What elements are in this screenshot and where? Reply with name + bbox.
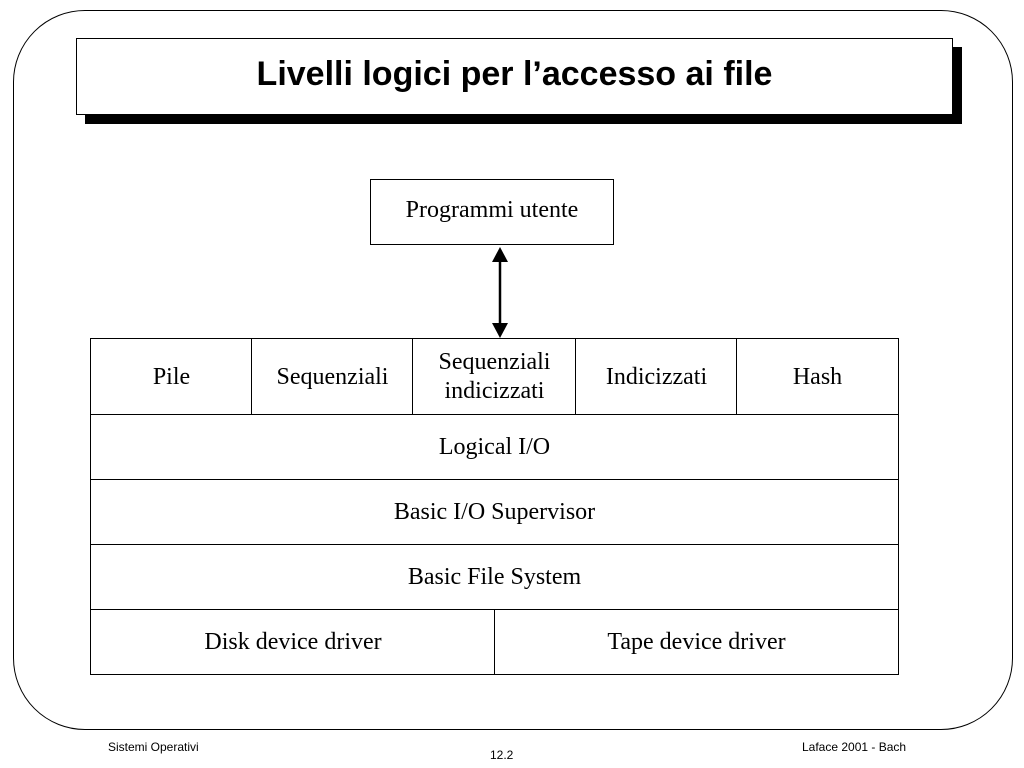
title-box: Livelli logici per l’accesso ai file (76, 38, 953, 115)
org-sequenziali: Sequenziali (251, 338, 414, 416)
driver-tape: Tape device driver (494, 609, 899, 675)
org-hash-label: Hash (792, 363, 843, 390)
layer-basic-io-supervisor-label: Basic I/O Supervisor (393, 499, 596, 526)
org-sequenziali-indicizzati-label: Sequenziali indicizzati (438, 349, 551, 404)
driver-disk: Disk device driver (90, 609, 496, 675)
driver-disk-label: Disk device driver (204, 628, 382, 655)
footer-right: Laface 2001 - Bach (802, 740, 907, 754)
slide-frame (13, 10, 1013, 730)
org-pile: Pile (90, 338, 253, 416)
org-indicizzati: Indicizzati (575, 338, 738, 416)
driver-tape-label: Tape device driver (607, 628, 786, 655)
layer-basic-file-system-label: Basic File System (407, 564, 582, 591)
org-sequenziali-label: Sequenziali (276, 363, 389, 390)
layer-logical-io-label: Logical I/O (438, 434, 551, 461)
footer-page-number: 12.2 (490, 748, 514, 762)
org-indicizzati-label: Indicizzati (605, 363, 708, 390)
layer-basic-file-system: Basic File System (90, 544, 899, 611)
user-programs-box: Programmi utente (370, 179, 614, 245)
org-hash: Hash (736, 338, 899, 416)
slide-title: Livelli logici per l’accesso ai file (256, 55, 773, 93)
org-sequenziali-indicizzati: Sequenziali indicizzati (412, 338, 577, 416)
footer-left: Sistemi Operativi (108, 740, 199, 754)
org-pile-label: Pile (152, 363, 191, 390)
user-programs-label: Programmi utente (405, 196, 579, 223)
layer-logical-io: Logical I/O (90, 414, 899, 481)
layer-basic-io-supervisor: Basic I/O Supervisor (90, 479, 899, 546)
